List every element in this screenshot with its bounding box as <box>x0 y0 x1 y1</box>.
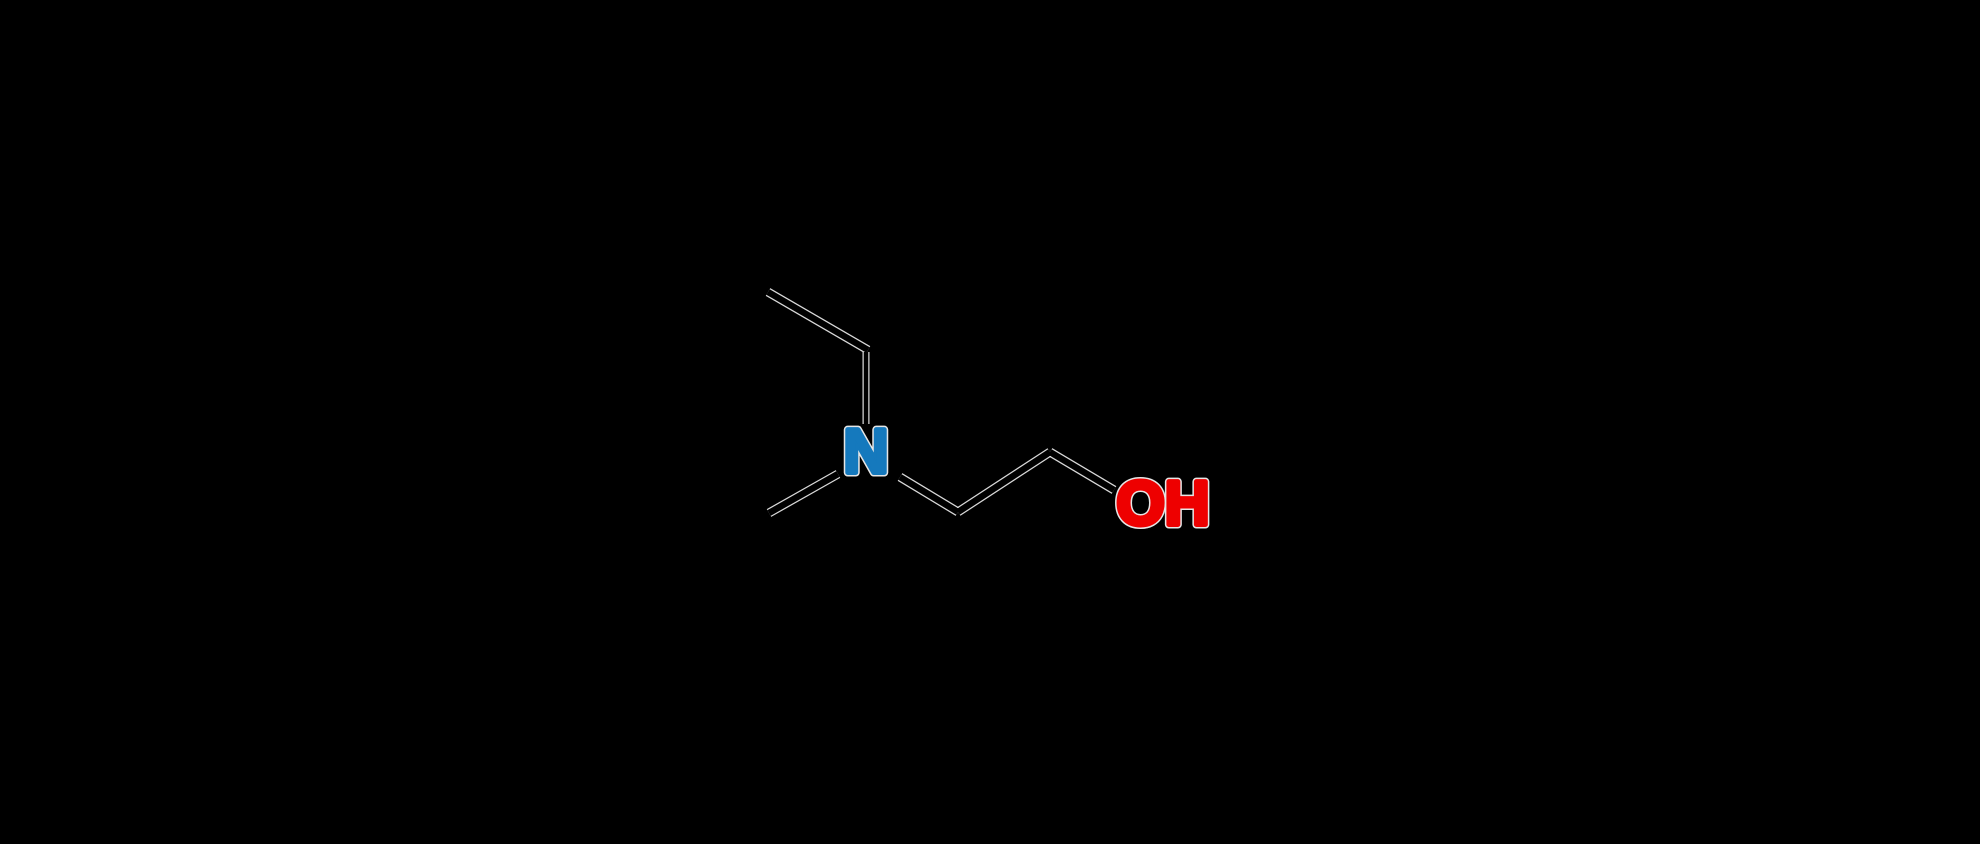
atom-label-halo-layer: N OH <box>840 413 1214 542</box>
bond-n-chain1 <box>898 474 960 515</box>
bond-ethyl-ch3-ch2 <box>766 289 870 353</box>
bond-layer <box>766 289 1116 516</box>
atom-label-layer: N OH <box>841 415 1212 541</box>
bond-n-methyl <box>767 471 840 516</box>
nitrogen-label-halo: N <box>844 417 889 486</box>
hydroxyl-label-halo: OH <box>1117 469 1210 538</box>
hydroxyl-group-label: OH <box>1117 469 1210 538</box>
bond-chain1-chain2 <box>956 449 1052 515</box>
bond-chain2-oh <box>1048 449 1116 493</box>
nitrogen-atom-label: N <box>844 417 889 486</box>
